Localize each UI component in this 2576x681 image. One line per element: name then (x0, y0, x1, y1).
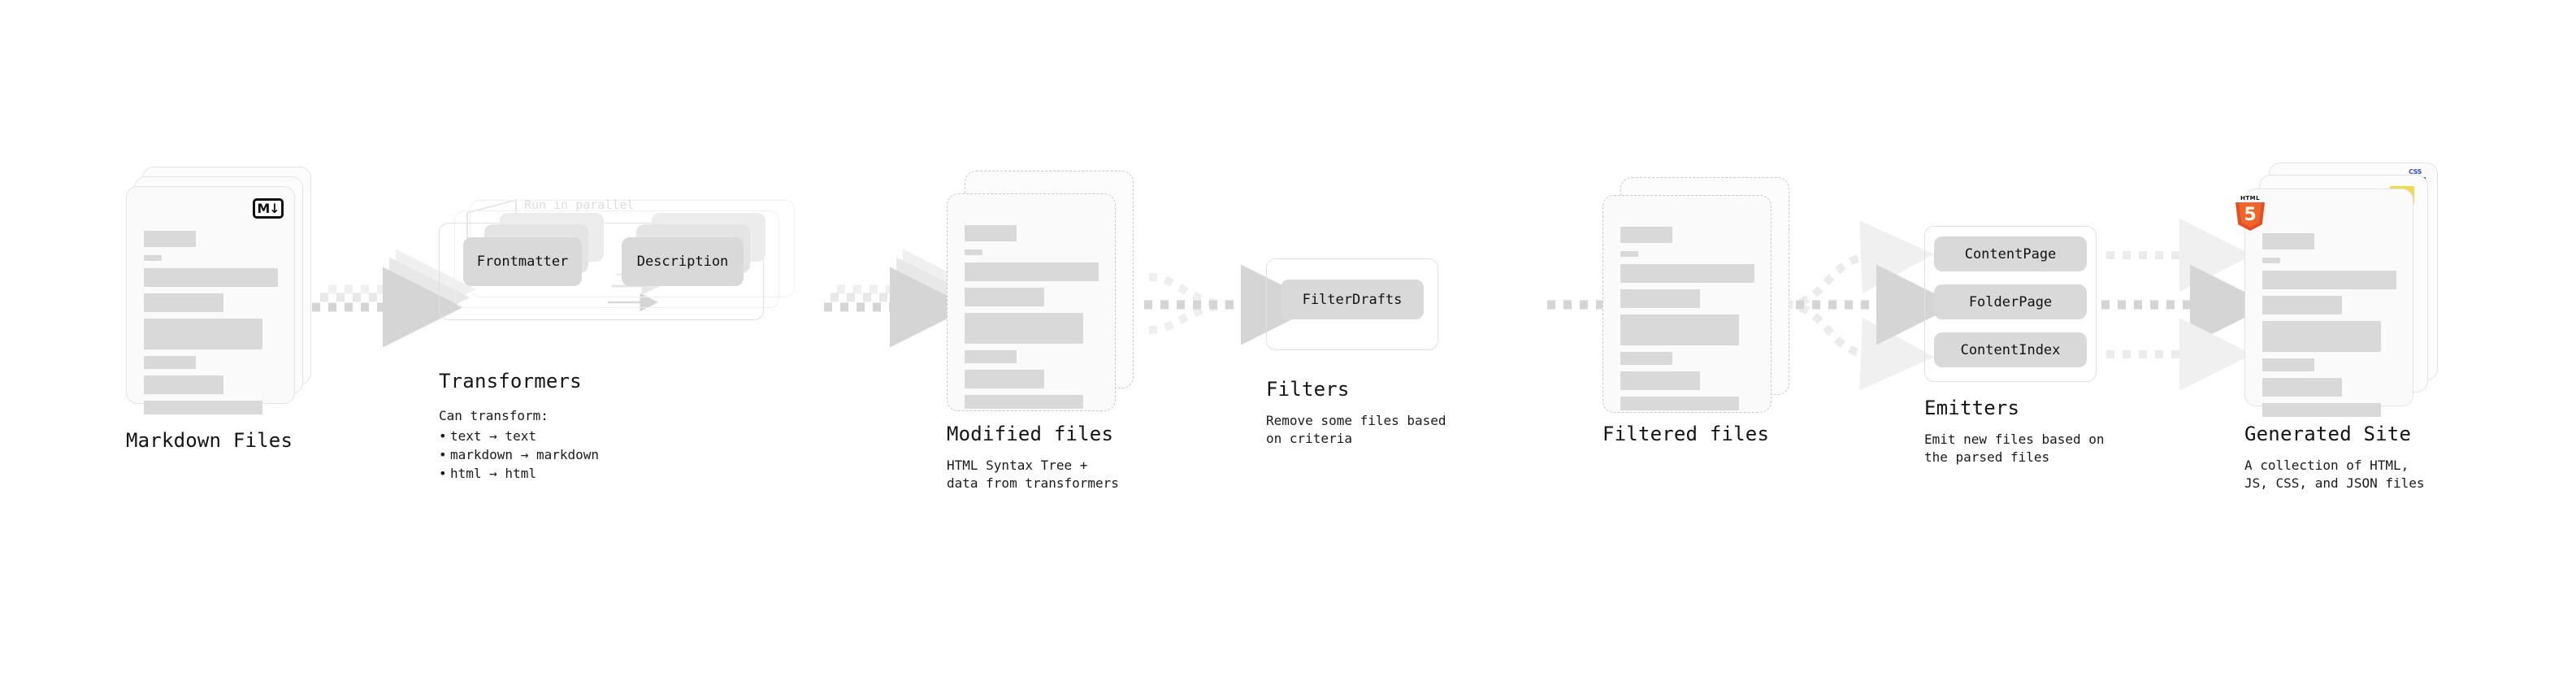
transformers-capability-list: Can transform: text → text markdown → ma… (439, 406, 599, 483)
chip-contentpage[interactable]: ContentPage (1934, 236, 2087, 271)
transform-list-item-2: html → html (439, 464, 599, 483)
caption-generated-site-title: Generated Site (2244, 423, 2412, 445)
site-card-front: HTML 5 (2236, 189, 2413, 417)
transform-list-head: Can transform: (439, 408, 549, 423)
filters-panel (1266, 258, 1438, 350)
file-card-front: M↓ (126, 186, 295, 414)
caption-modified-files-subtitle: HTML Syntax Tree + data from transformer… (947, 458, 1119, 491)
caption-emitters-subtitle: Emit new files based on the parsed files (1924, 432, 2105, 465)
connector-md-to-transformers (312, 249, 476, 348)
html5-number: 5 (2244, 205, 2257, 225)
modified-card-front (947, 193, 1116, 411)
connector-filtered-to-emitters (1780, 220, 1957, 391)
connector-transformers-to-modified (824, 249, 983, 348)
run-in-parallel-label: Run in parallel (524, 197, 635, 212)
caption-filters-subtitle: Remove some files based on criteria (1266, 413, 1446, 446)
caption-filters-title: Filters (1266, 378, 1350, 401)
caption-filtered-files-title: Filtered files (1602, 423, 1770, 445)
transform-list-item-0: text → text (439, 427, 599, 445)
transformer-panel-ghost-1 (454, 210, 779, 308)
chip-description[interactable]: Description (622, 237, 744, 286)
caption-emitters-title: Emitters (1924, 397, 2020, 419)
chip-filterdrafts[interactable]: FilterDrafts (1281, 280, 1424, 319)
html5-icon: HTML 5 (2236, 195, 2265, 231)
connector-emitters-to-site (2101, 219, 2270, 391)
chip-contentindex[interactable]: ContentIndex (1934, 332, 2087, 367)
transform-list-item-1: markdown → markdown (439, 445, 599, 464)
chip-frontmatter[interactable]: Frontmatter (463, 237, 582, 286)
filtered-card-front (1602, 195, 1772, 413)
connector-modified-to-filters (1144, 264, 1321, 345)
caption-generated-site-subtitle: A collection of HTML, JS, CSS, and JSON … (2244, 458, 2425, 491)
caption-modified-files-title: Modified files (947, 423, 1114, 445)
caption-transformers-title: Transformers (439, 370, 582, 393)
chip-folderpage[interactable]: FolderPage (1934, 284, 2087, 319)
caption-markdown-files-title: Markdown Files (126, 429, 293, 452)
html5-wordmark: HTML (2240, 195, 2261, 202)
emitters-panel (1924, 226, 2097, 382)
markdown-icon: M↓ (253, 198, 284, 219)
